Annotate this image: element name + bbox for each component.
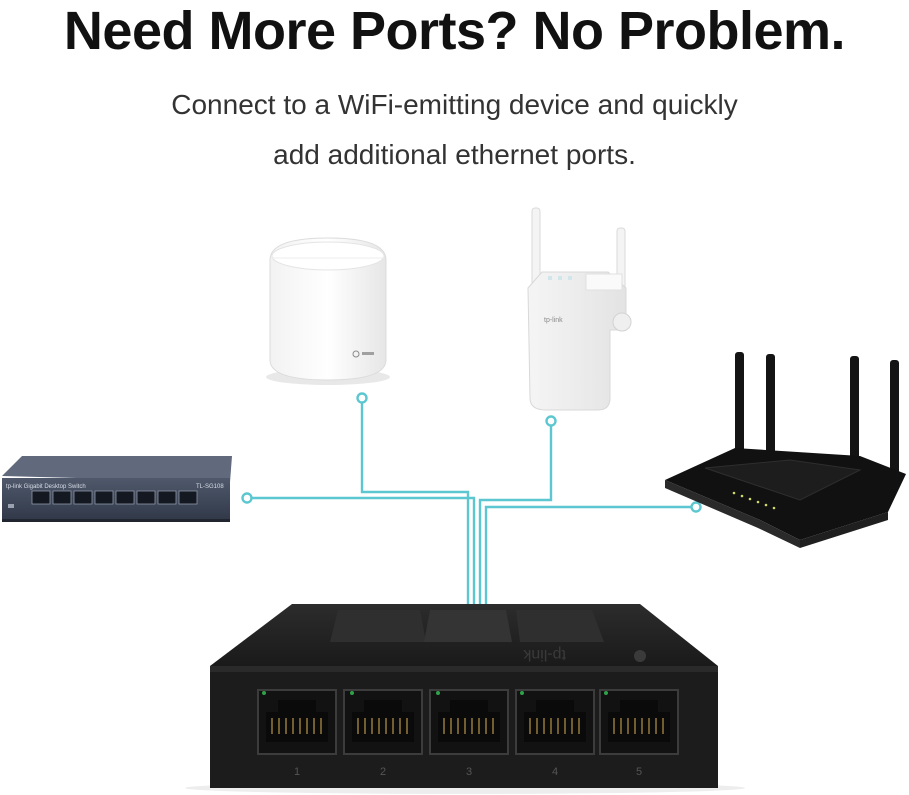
cable-node-extender <box>545 415 557 427</box>
cable-extender <box>478 421 553 604</box>
switch-port-4 <box>515 689 595 755</box>
range-extender-icon: tp-link <box>527 207 632 411</box>
cable-node-mesh <box>356 392 368 404</box>
port-number-1: 1 <box>294 766 300 778</box>
port-number-3: 3 <box>466 766 472 778</box>
port-number-5: 5 <box>636 766 642 778</box>
wifi-router-icon <box>665 352 906 548</box>
switch-port-5 <box>599 689 679 755</box>
cable-mesh <box>360 398 470 604</box>
switch-port-2 <box>343 689 423 755</box>
cable-node-switch <box>241 492 253 504</box>
port-number-2: 2 <box>380 766 386 778</box>
cable-node-router <box>690 501 702 513</box>
port-number-4: 4 <box>552 766 558 778</box>
svg-text:TL-SG108: TL-SG108 <box>196 484 224 490</box>
subtitle-line-2: add additional ethernet ports. <box>273 139 636 170</box>
switch-brand: tp-link <box>522 646 566 663</box>
headline: Need More Ports? No Problem. <box>63 1 846 61</box>
tp-link-logo-icon <box>634 650 646 662</box>
svg-text:tp-link Gigabit Desktop Switc: tp-link Gigabit Desktop Switch <box>6 484 86 490</box>
five-port-switch: tp-link <box>185 604 745 794</box>
desktop-switch-icon: tp-link Gigabit Desktop Switch TL-SG108 <box>2 456 232 522</box>
subtitle-line-1: Connect to a WiFi-emitting device and qu… <box>171 89 738 120</box>
switch-port-3 <box>429 689 509 755</box>
svg-text:tp-link: tp-link <box>544 317 563 324</box>
cable-router <box>484 505 696 604</box>
ethernet-cables <box>241 392 702 604</box>
mesh-unit-icon <box>266 237 390 385</box>
cable-desktop-switch <box>247 496 476 604</box>
switch-port-1 <box>257 689 337 755</box>
